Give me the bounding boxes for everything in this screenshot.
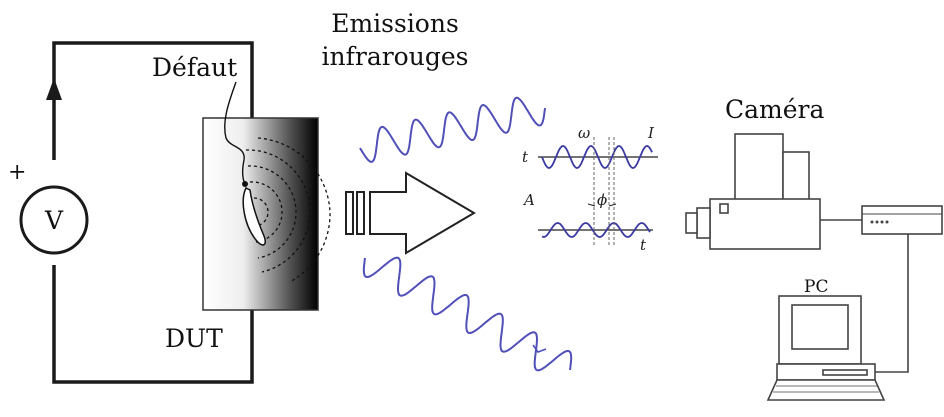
emissions-label-line1: Emissions [331,9,459,38]
lock-in-unit-icon [861,205,943,235]
signal-label-a: A [524,191,535,209]
voltage-source [19,185,89,255]
defect-dot [242,181,248,187]
plus-sign: + [8,160,27,185]
current-arrow-icon [46,78,62,100]
voltage-label: V [45,206,64,235]
pc-label: PC [804,277,829,297]
wave-arrowhead-icon [532,344,547,353]
circuit-wire [52,41,254,384]
infrared-wave-top [359,96,546,163]
defect-label: Défaut [152,53,238,82]
camera-icon [685,133,821,250]
pc-icon [766,295,886,401]
dut-label: DUT [165,324,223,353]
dut-block [202,117,319,311]
signal-label-t-top: t [522,148,529,166]
signal-label-t-bottom: t [640,236,647,254]
signal-label-phi: ϕ [597,191,608,209]
defect-heat-rings [245,137,331,283]
signal-label-omega: ω [578,124,591,142]
defect-pointer-line [224,81,246,185]
flow-arrow [345,171,476,255]
camera-label: Caméra [725,95,825,124]
infrared-wave-bottom [362,256,573,372]
camera-cables [820,219,909,373]
defect-shape [242,186,267,246]
signal-label-i: I [648,124,654,142]
emissions-label-line2: infrarouges [321,42,469,71]
signal-plot [538,137,658,246]
